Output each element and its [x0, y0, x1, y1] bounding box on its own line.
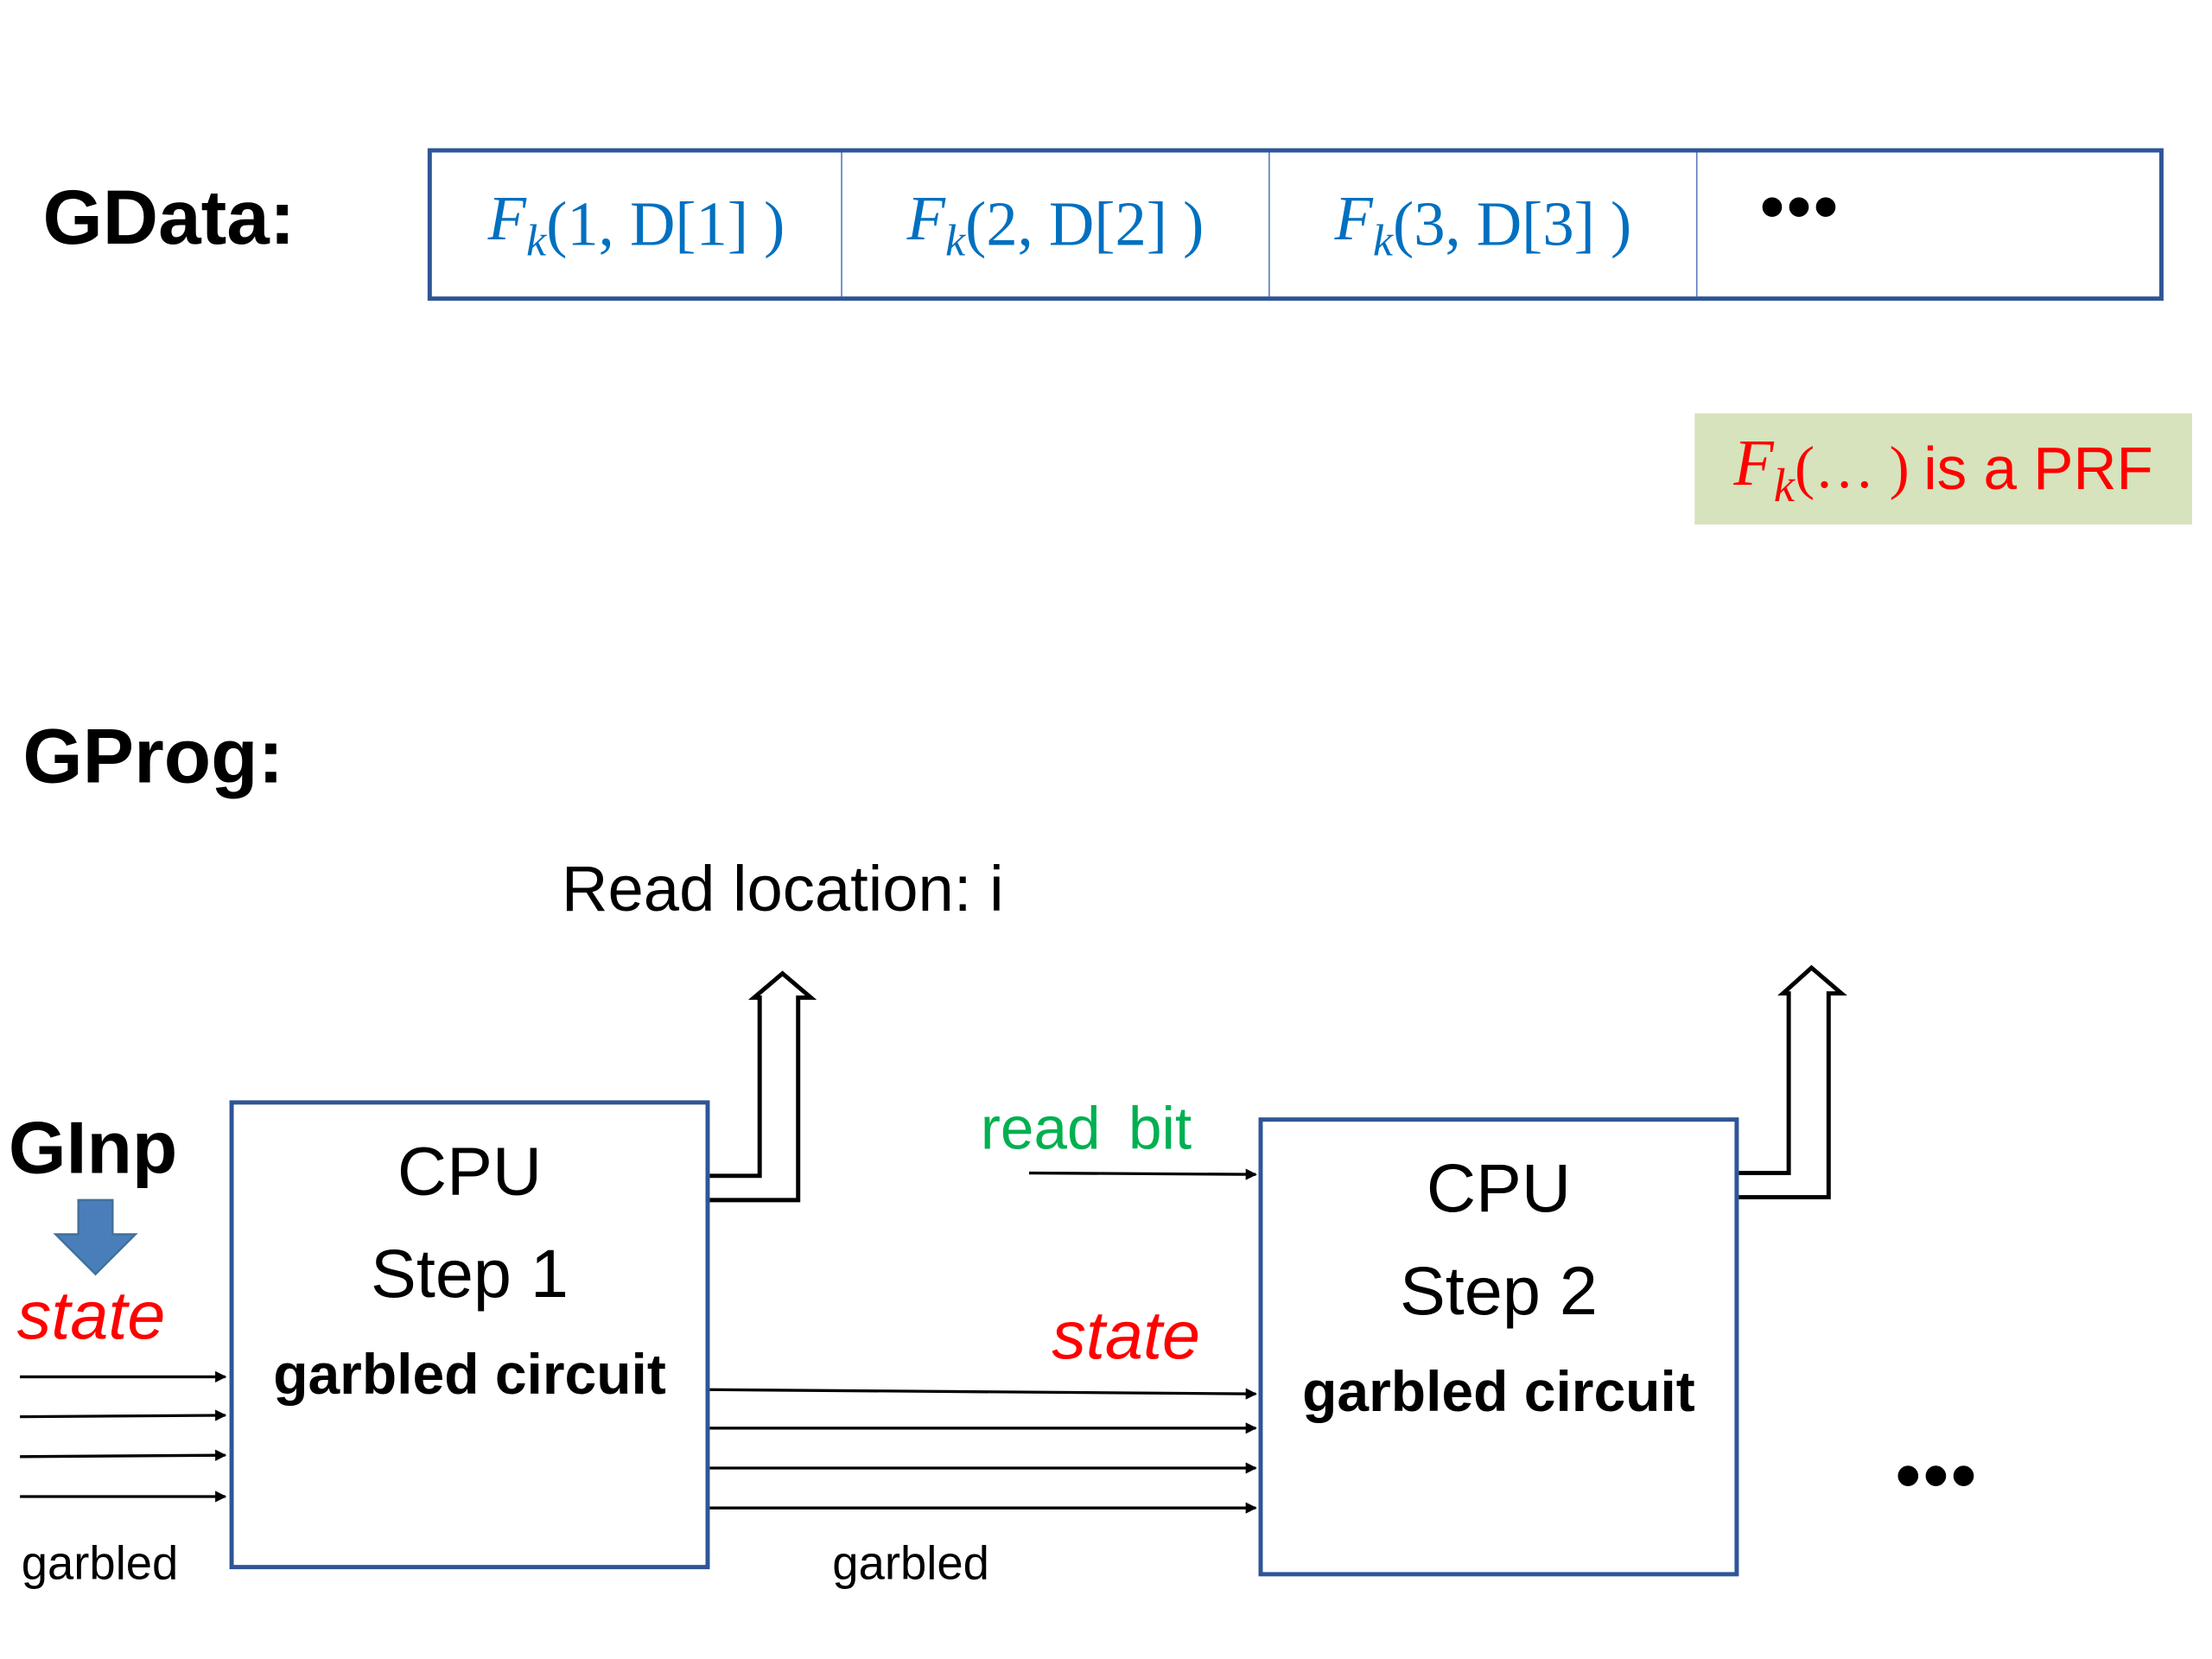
- ginp-label: GInp: [8, 1107, 178, 1191]
- prf-note: Fk(… ) is a PRF: [1694, 413, 2192, 525]
- gdata-cell-3: Fk(3, D[3] ): [1270, 152, 1698, 297]
- input-wire-3: [20, 1449, 227, 1461]
- garbled-circuit-label: garbled circuit: [273, 1344, 666, 1408]
- ginp-down-arrow-icon: [53, 1198, 138, 1276]
- read-request-arrow-1: [709, 970, 817, 1203]
- cpu-step-label: Step 2: [1399, 1254, 1598, 1330]
- state-label-middle: state: [1052, 1298, 1200, 1375]
- gdata-cell-ellipsis: •••: [1698, 152, 2159, 296]
- trailing-ellipsis: •••: [1895, 1435, 1980, 1516]
- gdata-label: GData:: [42, 175, 296, 261]
- ellipsis: •••: [1760, 168, 1841, 245]
- gdata-cell-1: Fk(1, D[1] ): [432, 152, 842, 297]
- gdata-array: Fk(1, D[1] ) Fk(2, D[2] ) Fk(3, D[3] ) •…: [427, 148, 2164, 302]
- garbled-label-input: garbled: [21, 1536, 179, 1590]
- prf-symbol: Fk: [906, 183, 966, 265]
- cell-args: (1, D[1] ): [546, 189, 785, 260]
- read-location-label: Read location: i: [561, 852, 1004, 925]
- input-wire-2: [20, 1409, 227, 1421]
- prf-symbol: Fk: [1334, 183, 1394, 265]
- prf-note-text: is a PRF: [1923, 435, 2153, 502]
- state-label-input: state: [16, 1278, 166, 1355]
- prf-symbol: Fk: [1733, 425, 1795, 512]
- state-wire-1: [709, 1388, 1257, 1400]
- cpu-step-2-box: CPU Step 2 garbled circuit: [1258, 1117, 1739, 1577]
- cpu-step-1-box: CPU Step 1 garbled circuit: [229, 1100, 710, 1570]
- cpu-title: CPU: [397, 1135, 543, 1211]
- cpu-title: CPU: [1426, 1151, 1572, 1228]
- gdata-cell-2: Fk(2, D[2] ): [842, 152, 1270, 297]
- garbled-circuit-label: garbled circuit: [1302, 1361, 1695, 1424]
- read-request-arrow-2: [1737, 964, 1847, 1200]
- cpu-step-label: Step 1: [371, 1236, 569, 1313]
- prf-args: (… ): [1794, 435, 1910, 502]
- gprog-label: GProg:: [22, 714, 284, 800]
- prf-symbol: Fk: [487, 183, 547, 265]
- garbled-label-middle: garbled: [832, 1536, 989, 1590]
- cell-args: (2, D[2] ): [965, 189, 1205, 260]
- read-bit-wire: [1028, 1168, 1257, 1180]
- read-bit-label: read bit: [980, 1094, 1192, 1162]
- cell-args: (3, D[3] ): [1393, 189, 1632, 260]
